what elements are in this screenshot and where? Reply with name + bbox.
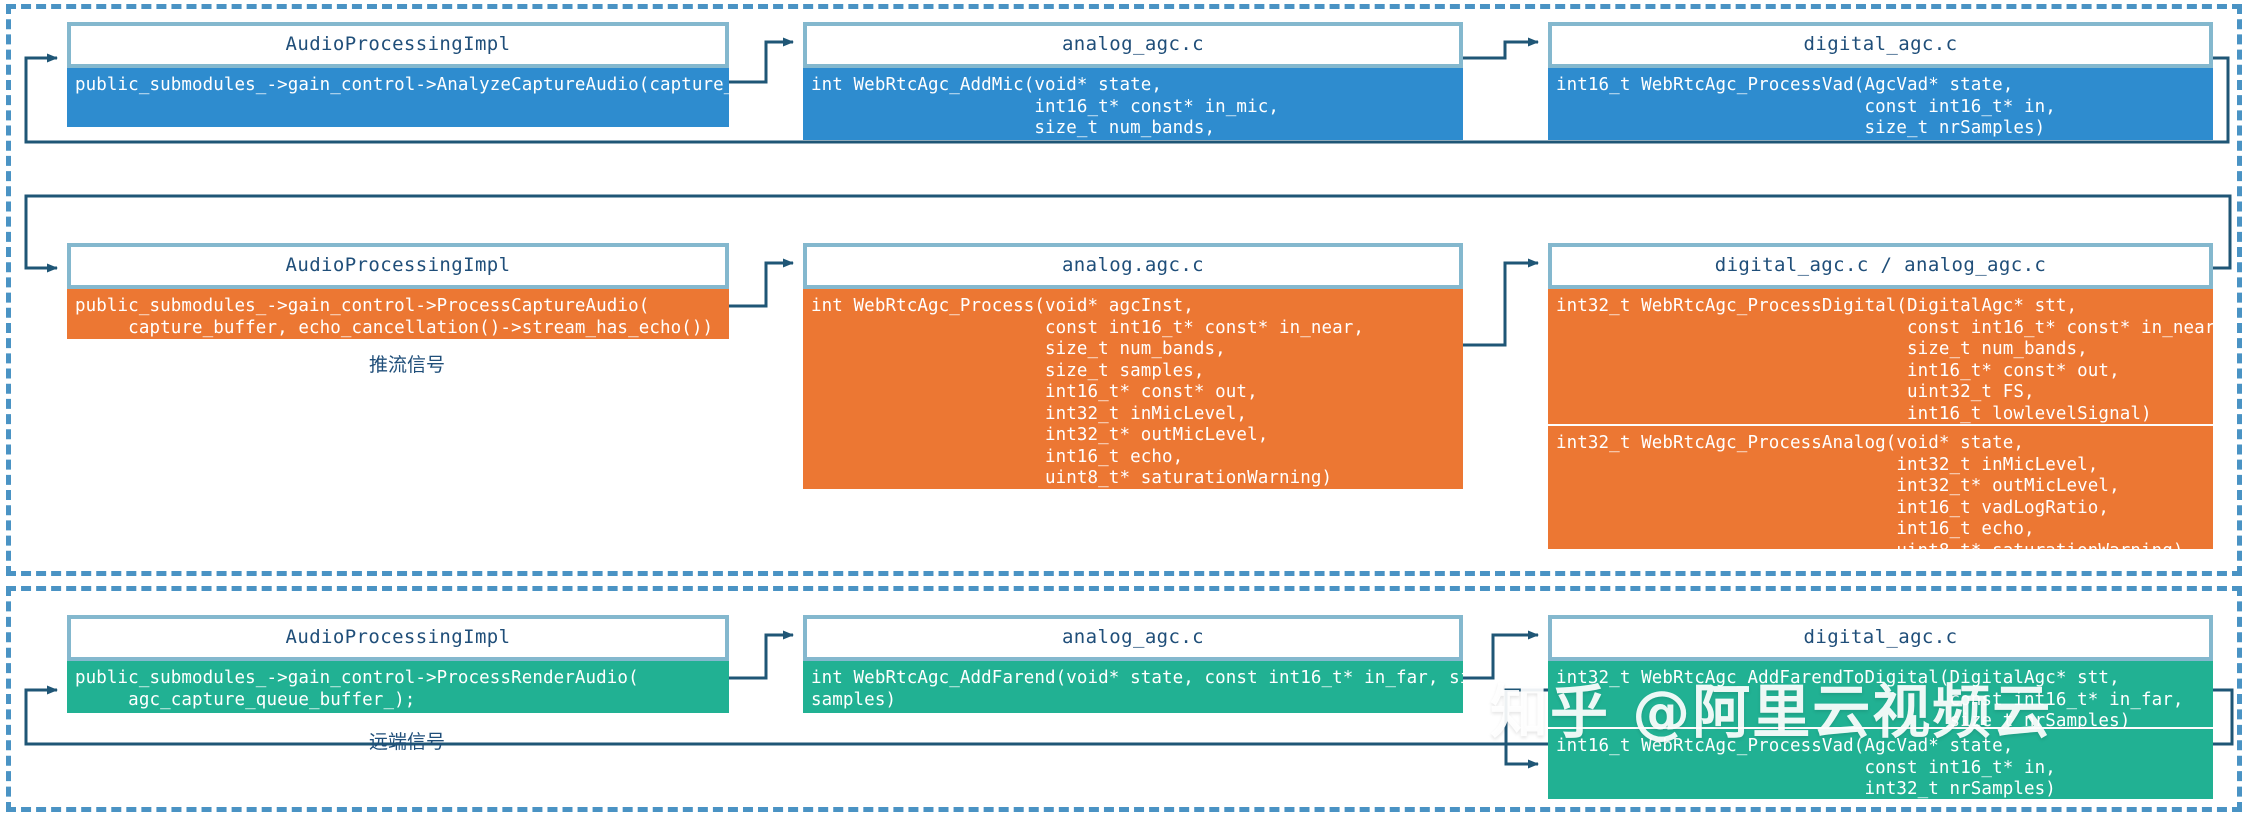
node-title: AudioProcessingImpl [67, 243, 729, 289]
node-audioprocessingimpl-processrender[interactable]: AudioProcessingImpl public_submodules_->… [67, 615, 729, 713]
wire-analog3-digital3-top [1463, 630, 1539, 680]
node-title: digital_agc.c / analog_agc.c [1548, 243, 2213, 289]
node-analog-agc-process[interactable]: analog.agc.c int WebRtcAgc_Process(void*… [803, 243, 1463, 489]
wire-api1-analog1 [729, 37, 794, 84]
node-analog-agc-addfarend[interactable]: analog_agc.c int WebRtcAgc_AddFarend(voi… [803, 615, 1463, 713]
wire-analog1-digital1 [1463, 37, 1539, 60]
caption-render-signal: 远端信号 [369, 731, 446, 753]
node-title: digital_agc.c [1548, 22, 2213, 68]
node-title: AudioProcessingImpl [67, 615, 729, 661]
node-audioprocessingimpl-processcapture[interactable]: AudioProcessingImpl public_submodules_->… [67, 243, 729, 339]
wire-analog2-digital2 [1463, 258, 1539, 347]
node-title: digital_agc.c [1548, 615, 2213, 661]
wire-row3-feedback [24, 685, 2234, 746]
node-body: public_submodules_->gain_control->Proces… [67, 661, 729, 713]
wire-row1-feedback [24, 53, 2230, 144]
node-body: int WebRtcAgc_AddFarend(void* state, con… [803, 661, 1463, 713]
node-title: analog_agc.c [803, 22, 1463, 68]
node-digital-analog-agc-process[interactable]: digital_agc.c / analog_agc.c int32_t Web… [1548, 243, 2213, 549]
node-body: int32_t WebRtcAgc_ProcessDigital(Digital… [1548, 289, 2213, 424]
node-body: public_submodules_->gain_control->Proces… [67, 289, 729, 339]
wire-api2-analog2 [729, 258, 794, 308]
node-body: int16_t WebRtcAgc_ProcessVad(AgcVad* sta… [1548, 727, 2213, 799]
wire-api3-analog3 [729, 630, 794, 680]
node-body: int16_t WebRtcAgc_ProcessVad(AgcVad* sta… [1548, 68, 2213, 140]
node-title: AudioProcessingImpl [67, 22, 729, 68]
wire-digital3-internal [1504, 688, 1548, 769]
node-analog-agc-addmic[interactable]: analog_agc.c int WebRtcAgc_AddMic(void* … [803, 22, 1463, 140]
node-body: public_submodules_->gain_control->Analyz… [67, 68, 729, 127]
node-digital-agc-addfarendtodigital[interactable]: digital_agc.c int32_t WebRtcAgc_AddFaren… [1548, 615, 2213, 799]
node-title: analog_agc.c [803, 615, 1463, 661]
node-body: int32_t WebRtcAgc_ProcessAnalog(void* st… [1548, 424, 2213, 549]
node-body: int WebRtcAgc_AddMic(void* state, int16_… [803, 68, 1463, 140]
node-body: int WebRtcAgc_Process(void* agcInst, con… [803, 289, 1463, 489]
node-title: analog.agc.c [803, 243, 1463, 289]
wire-row2-feedback [24, 194, 2232, 273]
caption-capture-signal: 推流信号 [369, 354, 446, 376]
node-digital-agc-processvad[interactable]: digital_agc.c int16_t WebRtcAgc_ProcessV… [1548, 22, 2213, 140]
node-body: int32_t WebRtcAgc_AddFarendToDigital(Dig… [1548, 661, 2213, 727]
node-audioprocessingimpl-analyze[interactable]: AudioProcessingImpl public_submodules_->… [67, 22, 729, 127]
